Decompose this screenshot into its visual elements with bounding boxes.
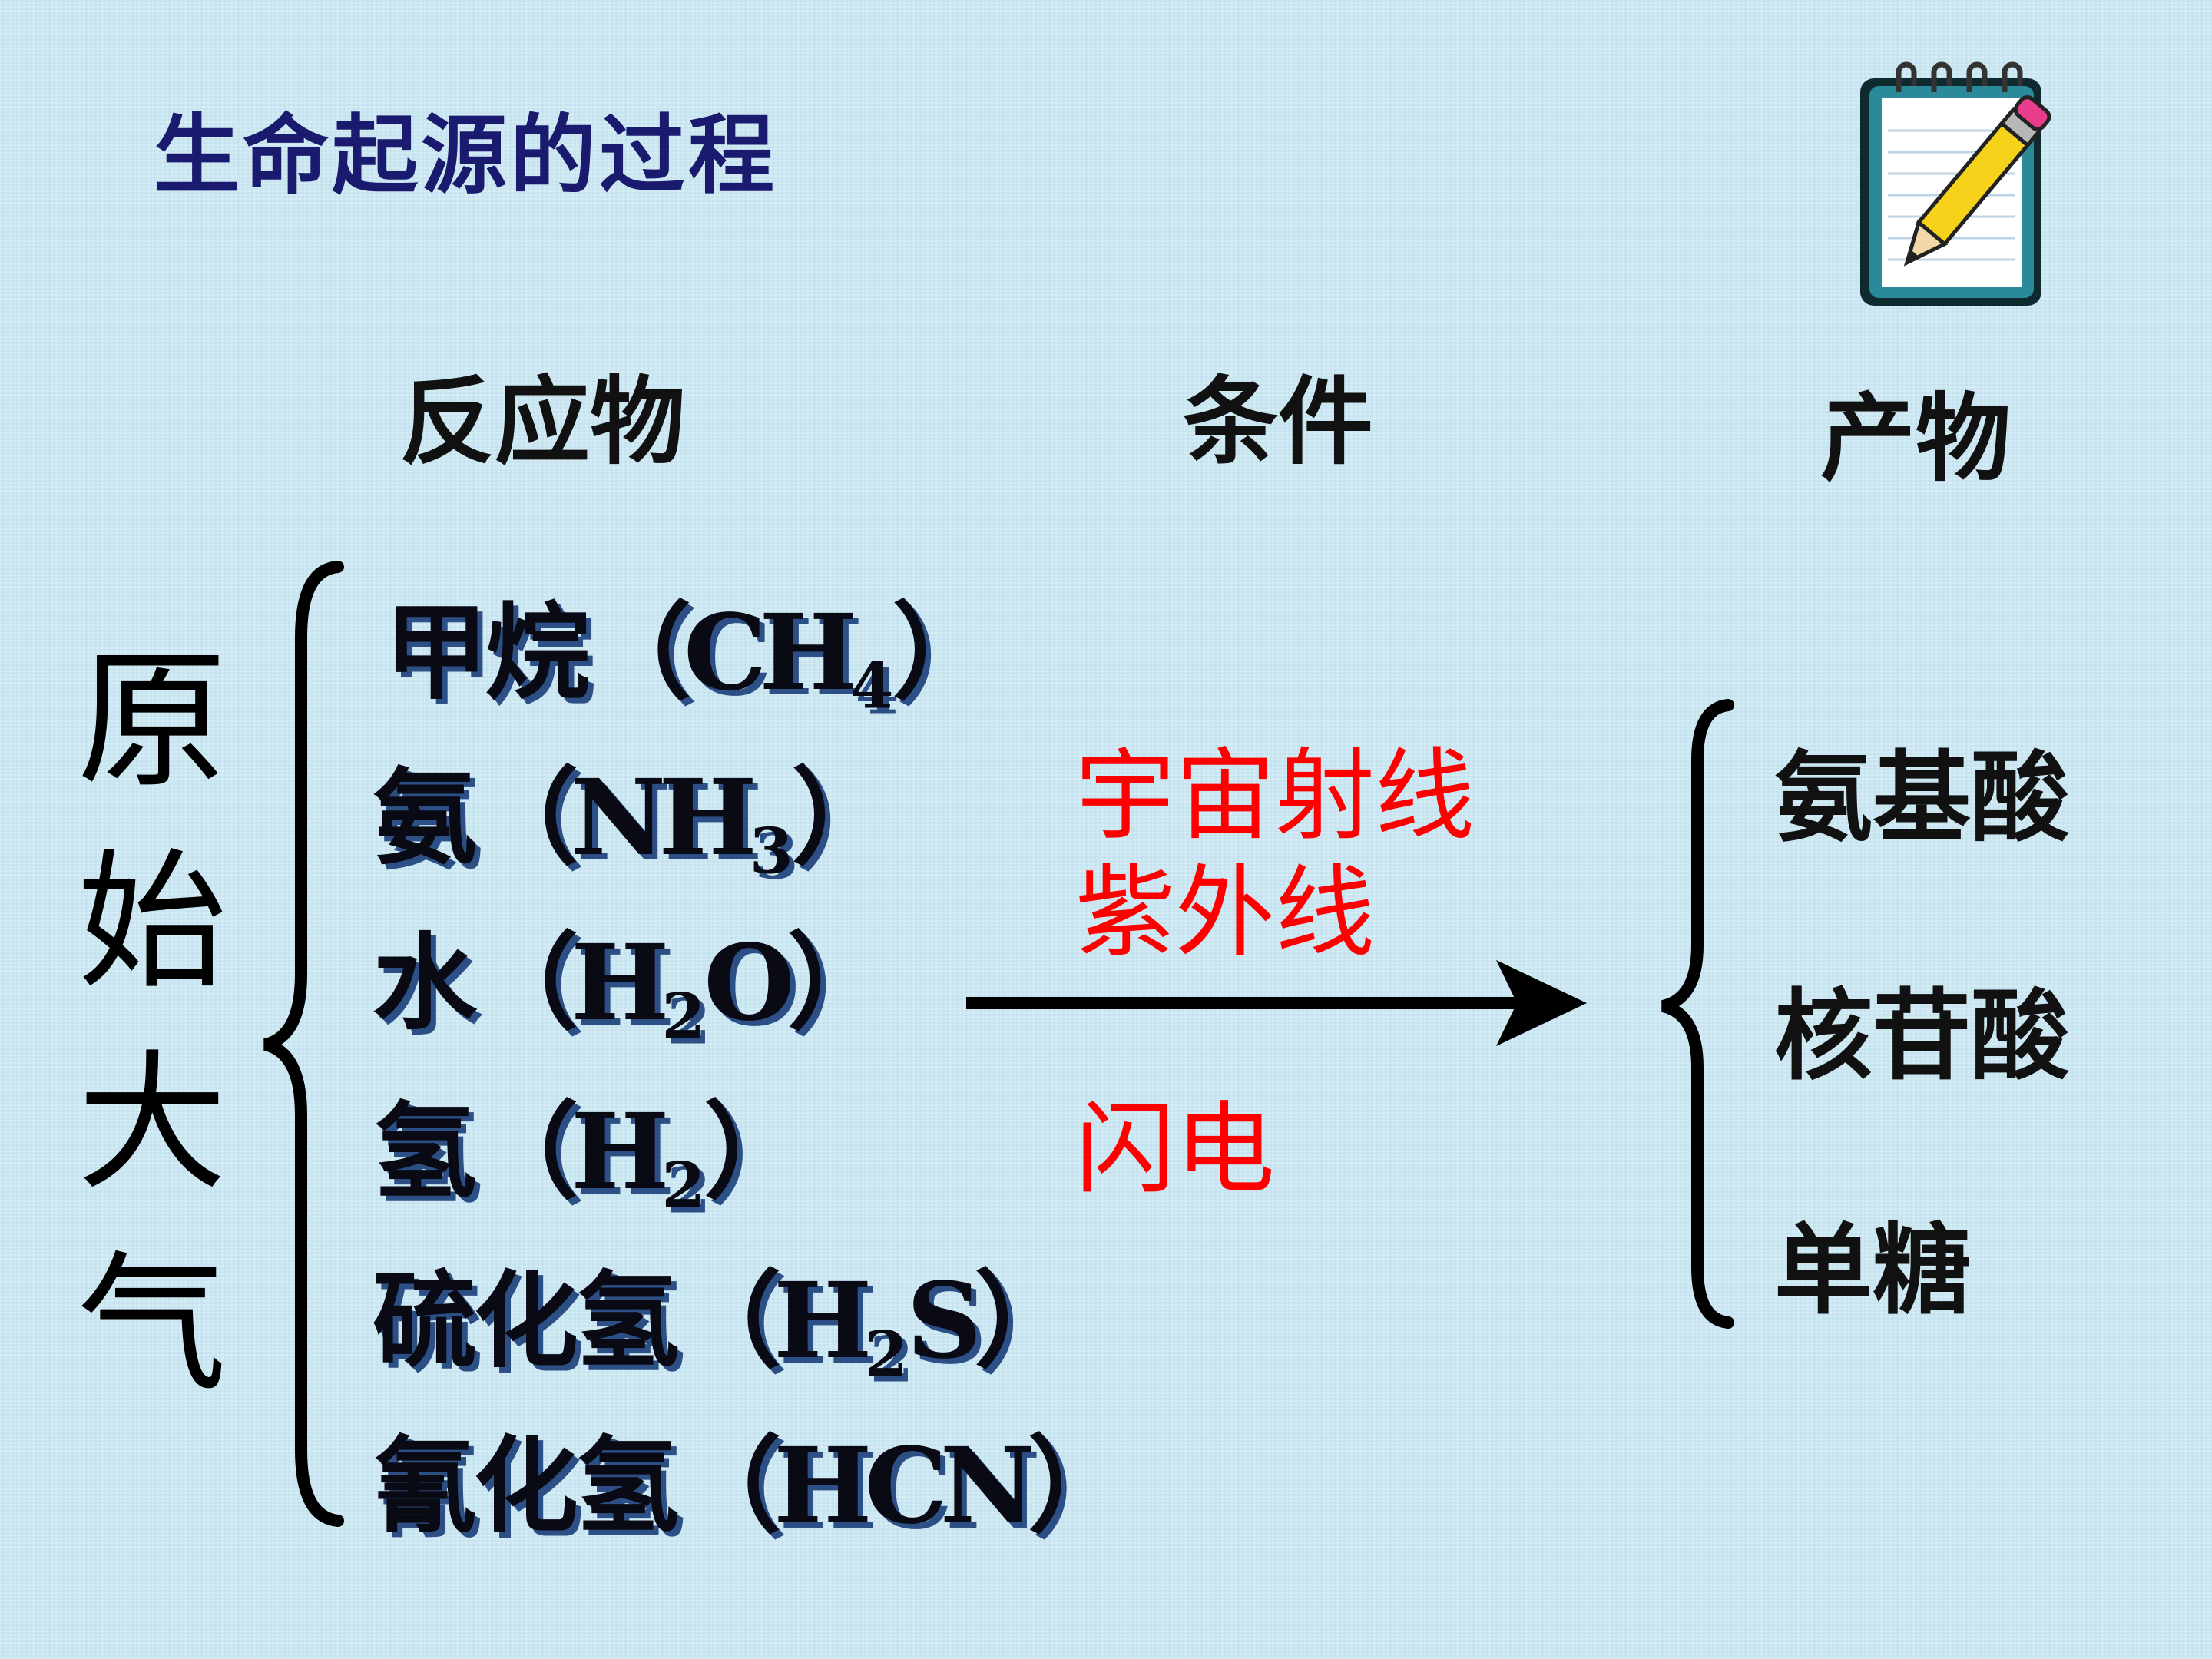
reactant-hydrogen: 氢（H2） <box>373 1091 808 1223</box>
primitive-atmosphere-label: 原 始 大 气 <box>68 621 237 1426</box>
product-monosaccharides: 单糖 <box>1774 1214 1972 1328</box>
conditions-header: 条件 <box>1183 367 1374 478</box>
condition-cosmic-rays: 宇宙射线 <box>1075 737 1475 854</box>
product-nucleotides: 核苷酸 <box>1774 979 2070 1094</box>
reactants-brace <box>263 561 344 1527</box>
atmosphere-char: 大 <box>77 1036 227 1210</box>
reactants-header: 反应物 <box>399 367 686 478</box>
arrow-right-icon <box>1496 960 1587 1046</box>
reactant-hydrogen-cyanide: 氰化氢（HCN） <box>373 1425 1132 1548</box>
reactant-methane: 甲烷（CH4） <box>384 591 997 724</box>
reactant-ammonia: 氨（NH3） <box>373 757 896 889</box>
products-header: 产物 <box>1820 384 2012 495</box>
product-amino-acids: 氨基酸 <box>1774 741 2070 856</box>
page-title: 生命起源的过程 <box>154 106 777 206</box>
notepad-pencil-icon <box>1860 61 2051 306</box>
condition-lightning: 闪电 <box>1075 1091 1276 1207</box>
products-brace <box>1661 699 1734 1329</box>
condition-ultraviolet: 紫外线 <box>1075 854 1376 971</box>
reactant-water: 水（H2O） <box>373 922 892 1054</box>
atmosphere-char: 始 <box>77 835 227 1009</box>
reactant-hydrogen-sulfide: 硫化氢（H2S） <box>373 1260 1079 1392</box>
atmosphere-char: 气 <box>77 1237 227 1412</box>
atmosphere-char: 原 <box>77 634 227 808</box>
